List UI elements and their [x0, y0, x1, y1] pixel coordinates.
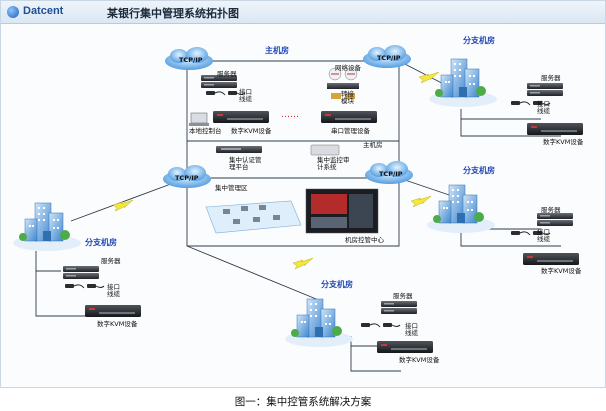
topology-diagram [12, 45, 583, 372]
mgmt-area-label: 集中管理区 [215, 184, 248, 192]
kvm-icon-branch-4 [377, 341, 433, 353]
server-icon-branch-4 [381, 301, 417, 314]
kvm-icon-branch-1 [527, 123, 583, 135]
kvm-label-main: 数字KVM设备 [231, 127, 272, 135]
server-icon-branch-1 [527, 83, 563, 96]
branch-label-2: 分支机房 [463, 166, 495, 175]
branch-kvm-label-4: 数字KVM设备 [399, 356, 440, 364]
serial-device-icon [321, 111, 377, 123]
branch-server-label-2: 服务器 [541, 206, 561, 214]
server-icon-branch-2 [537, 213, 573, 226]
branch-label-1: 分支机房 [463, 36, 495, 45]
network-device-icon [327, 67, 359, 89]
branch-iface-label-4: 接口 线缆 [405, 322, 418, 337]
branch-kvm-label-1: 数字KVM设备 [543, 138, 584, 146]
branch-server-label-1: 服务器 [541, 74, 561, 82]
auth-platform-icon [216, 146, 262, 153]
branch-server-label-3: 服务器 [101, 257, 121, 265]
branch-label-4: 分支机房 [321, 280, 353, 289]
control-center-screen [305, 188, 379, 234]
brand-name: Datcent [23, 5, 64, 17]
building-icon-branch-4 [284, 298, 354, 348]
diagram-title: 某银行集中管理系统拓扑图 [107, 7, 239, 20]
branch-iface-label-3: 接口 线缆 [107, 283, 120, 298]
tcp-ip-label-4: TCP/IP [379, 170, 403, 178]
monitor-system-icon [310, 144, 340, 156]
local-console-label: 本地控制台 [189, 127, 222, 135]
host-room-label: 主机房 [363, 141, 383, 149]
branch-kvm-label-3: 数字KVM设备 [97, 320, 138, 328]
convert-module-label: 转接 模块 [341, 90, 354, 105]
kvm-icon-branch-3 [85, 305, 141, 317]
logo-mark-icon [7, 6, 19, 18]
cable-icon-branch-3 [64, 283, 105, 289]
tcp-ip-label-1: TCP/IP [179, 56, 203, 64]
server-icon-branch-3 [63, 266, 99, 279]
net-device-label: 网络设备 [335, 64, 361, 72]
building-icon-branch-1 [428, 58, 498, 108]
building-icon-branch-2 [426, 184, 496, 234]
cable-icon-branch-4 [360, 322, 401, 328]
branch-kvm-label-2: 数字KVM设备 [541, 267, 582, 275]
main-room-title: 主机房 [265, 46, 289, 55]
convert-module-icon [331, 93, 355, 99]
branch-iface-label-1: 接口 线缆 [537, 100, 550, 115]
control-center-label: 机房控管中心 [345, 236, 384, 244]
bolt-icon-1 [418, 71, 440, 84]
tcp-ip-label-2: TCP/IP [377, 54, 401, 62]
branch-server-label-4: 服务器 [393, 292, 413, 300]
auth-platform-label: 集中认证管 理平台 [229, 156, 262, 171]
branch-iface-label-2: 接口 线缆 [537, 228, 550, 243]
server-label-main: 服务器 [217, 70, 237, 78]
title-bar: Datcent 某银行集中管理系统拓扑图 [1, 1, 605, 24]
kvm-icon-main [213, 111, 269, 123]
dots-main: …… [281, 110, 299, 120]
iface-label-main: 接口 线缆 [239, 88, 252, 103]
monitor-system-label: 集中监控审 计系统 [317, 156, 350, 171]
bolt-icon-2 [410, 195, 432, 208]
bolt-icon-4 [292, 257, 314, 270]
diagram-frame: Datcent 某银行集中管理系统拓扑图 [0, 0, 606, 388]
figure-caption: 图一：集中控管系统解决方案 [234, 396, 372, 408]
tcp-ip-label-3: TCP/IP [175, 174, 199, 182]
console-icon [189, 112, 209, 126]
branch-label-3: 分支机房 [85, 238, 117, 247]
mgmt-area-icon [205, 200, 302, 234]
building-icon-branch-3 [12, 202, 82, 252]
serial-device-label: 串口管理设备 [331, 127, 370, 135]
kvm-icon-branch-2 [523, 253, 579, 265]
